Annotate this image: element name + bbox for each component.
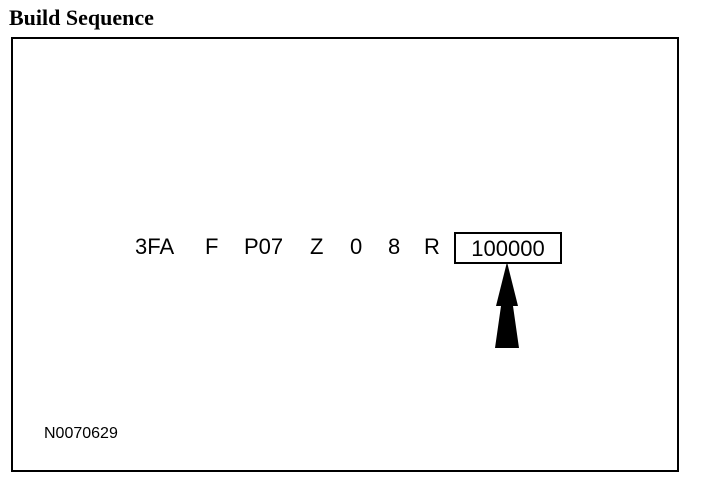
vin-segment-line-series-body: P07 (244, 234, 284, 259)
vin-segment-engine: Z (310, 234, 324, 259)
diagram-frame (11, 37, 679, 472)
vin-segment-model-year: 8 (388, 234, 401, 259)
vin-serial-highlight-box: 100000 (454, 232, 562, 264)
vin-segment-wmi: 3FA (135, 234, 175, 259)
vin-segment-check-digit: 0 (350, 234, 363, 259)
vin-segment-plant: R (424, 234, 440, 259)
diagram-title: Build Sequence (9, 5, 154, 30)
vin-segment-restraint: F (205, 234, 219, 259)
up-arrow-icon (495, 262, 519, 348)
reference-code: N0070629 (44, 425, 118, 442)
